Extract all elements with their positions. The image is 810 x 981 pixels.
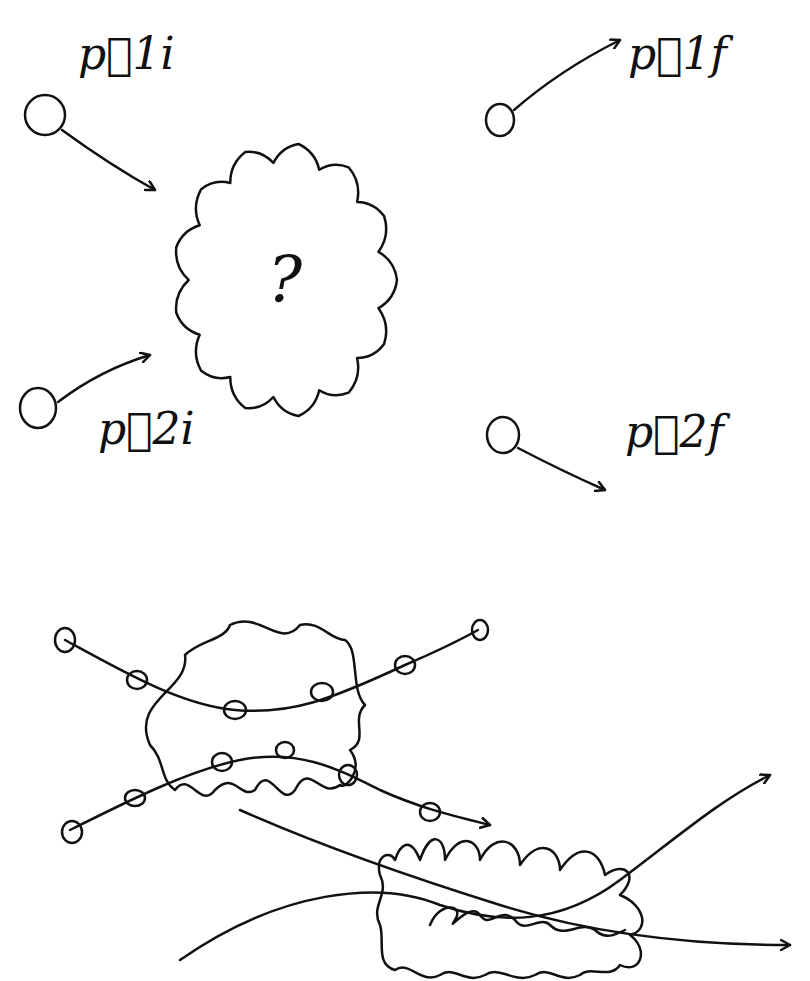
momentum-arrow	[58, 355, 150, 402]
momentum-label: p⃗2i	[98, 405, 195, 453]
momentum-label: p⃗1f	[628, 30, 727, 78]
trajectory	[65, 630, 478, 711]
interaction-region	[146, 622, 365, 796]
particle	[25, 95, 65, 135]
node-text: ?	[268, 243, 302, 317]
momentum-label: p⃗1i	[78, 30, 175, 78]
particle	[487, 417, 519, 453]
particle-track	[240, 810, 790, 945]
particle-track	[180, 775, 770, 960]
squiggle	[430, 908, 625, 936]
trajectory	[70, 757, 490, 830]
particle	[486, 104, 514, 136]
momentum-arrow	[514, 40, 620, 110]
momentum-arrow	[518, 448, 605, 490]
interaction-blob: ?	[165, 135, 405, 425]
particle	[20, 388, 56, 428]
momentum-arrow	[62, 130, 155, 190]
momentum-label: p⃗2f	[625, 408, 724, 456]
